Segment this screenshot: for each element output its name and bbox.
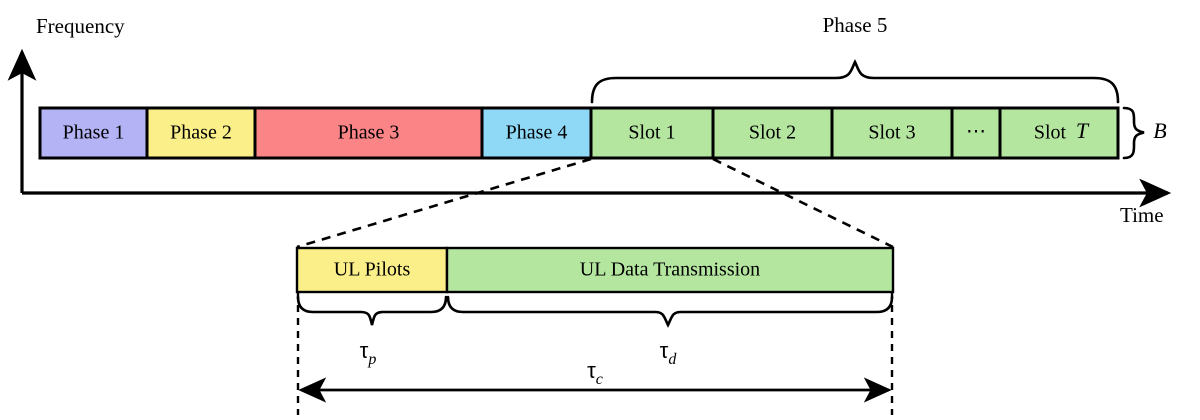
tau-c-dimension: τc xyxy=(298,358,892,403)
tau-symbol: τ xyxy=(660,338,669,363)
tau-symbol: τ xyxy=(360,338,369,363)
y-axis-label: Frequency xyxy=(36,14,125,38)
detail-block-ul-data-transmission[interactable]: UL Data Transmission xyxy=(445,246,895,294)
ellipsis-label: ⋯ xyxy=(966,121,988,143)
frame-block-label: Phase 1 xyxy=(63,122,125,144)
frame-block-label: Phase 4 xyxy=(506,122,568,144)
frame-block-slot-t[interactable]: Slot T xyxy=(998,106,1120,160)
tau-p-brace: τp xyxy=(296,295,448,368)
frame-block-phase-3[interactable]: Phase 3 xyxy=(253,106,484,160)
frame-blocks-row: Phase 1 Phase 2 Phase 3 Phase 4 Slot 1 xyxy=(38,106,1120,160)
tau-subscript: c xyxy=(596,371,603,388)
frame-block-phase-1[interactable]: Phase 1 xyxy=(38,106,149,160)
frame-block-phase-2[interactable]: Phase 2 xyxy=(145,106,257,160)
tau-d-label: τd xyxy=(660,338,678,368)
zoom-connector-right xyxy=(712,157,894,249)
frame-block-slot-3[interactable]: Slot 3 xyxy=(830,106,954,160)
slot-detail-row: UL Pilots UL Data Transmission xyxy=(295,246,895,294)
detail-block-label: UL Data Transmission xyxy=(580,259,760,281)
zoom-connector-lines xyxy=(296,157,894,249)
dimension-guides xyxy=(296,292,894,415)
bandwidth-brace-label: B xyxy=(1153,118,1166,143)
frame-block-label: Slot 3 xyxy=(868,122,915,144)
tau-symbol: τ xyxy=(587,358,596,383)
detail-block-label: UL Pilots xyxy=(334,259,411,281)
phase5-brace: Phase 5 xyxy=(590,13,1120,104)
phase5-brace-label: Phase 5 xyxy=(823,13,888,37)
axis-group xyxy=(7,48,1172,208)
tau-subscript: p xyxy=(367,351,376,368)
tau-c-label: τc xyxy=(587,358,603,388)
frame-block-label: Phase 2 xyxy=(170,122,232,144)
frame-block-phase-4[interactable]: Phase 4 xyxy=(480,106,593,160)
slot-index-symbol: T xyxy=(1076,118,1090,143)
frame-block-label: Slot xyxy=(1034,122,1067,144)
frame-block-slot-1[interactable]: Slot 1 xyxy=(589,106,715,160)
zoom-connector-left xyxy=(296,157,592,249)
tau-p-label: τp xyxy=(360,338,377,368)
x-axis-label: Time xyxy=(1120,203,1164,227)
frame-block-slot-2[interactable]: Slot 2 xyxy=(711,106,834,160)
tau-subscript: d xyxy=(668,351,677,368)
frame-block-label: Slot 2 xyxy=(749,122,796,144)
bandwidth-brace: B xyxy=(1122,106,1167,160)
frame-block-slot-ellipsis: ⋯ xyxy=(950,106,1002,160)
frame-block-label: Phase 3 xyxy=(338,122,400,144)
detail-block-ul-pilots[interactable]: UL Pilots xyxy=(295,246,449,294)
tau-d-brace: τd xyxy=(446,295,894,368)
frame-block-label: Slot 1 xyxy=(628,122,675,144)
